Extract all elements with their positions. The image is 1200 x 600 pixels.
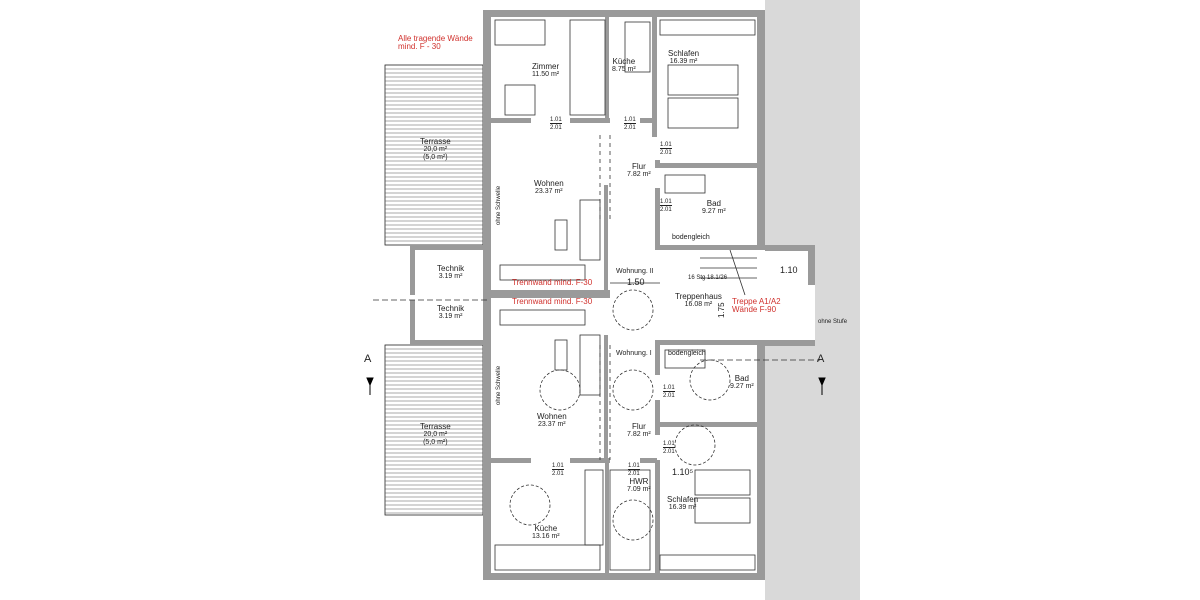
room-name: Wohnen xyxy=(534,179,564,188)
section-arrows xyxy=(366,377,826,395)
room-name: Küche xyxy=(612,57,636,66)
partition-note-top: Trennwand mind. F-30 xyxy=(512,278,593,287)
room-name: Flur xyxy=(631,422,646,431)
room-area: 20,0 m² xyxy=(423,431,448,438)
dimension-label: 1.10⁵ xyxy=(672,467,694,477)
dimension-label: 1.75 xyxy=(717,302,726,318)
room-area-extra: (5,0 m²) xyxy=(423,154,448,161)
no-threshold-label: ohne Schwelle xyxy=(496,365,502,405)
room-area: 7.82 m² xyxy=(627,171,651,178)
room-name: Schlafen xyxy=(668,49,700,58)
room-name: Technik xyxy=(437,304,465,313)
walls xyxy=(410,10,815,580)
room-area: 7.09 m² xyxy=(627,486,651,493)
room-area-extra: (5,0 m²) xyxy=(423,439,448,446)
room-name: Terrasse xyxy=(420,422,451,431)
room-area: 16.39 m² xyxy=(668,504,697,511)
no-step-label: ohne Stufe xyxy=(818,319,848,325)
dimension-label: 1.10 xyxy=(780,265,798,275)
room-area: 7.82 m² xyxy=(627,431,651,438)
room-area: 16.08 m² xyxy=(684,301,713,308)
room-area: 23.37 m² xyxy=(535,188,563,195)
terrace-decking xyxy=(385,68,483,514)
room-area: 13.16 m² xyxy=(532,533,560,540)
room-area: 9.27 m² xyxy=(730,383,754,390)
room-area: 11.50 m² xyxy=(532,71,560,78)
section-marker-left: A xyxy=(364,353,372,365)
room-name: Terrasse xyxy=(420,137,451,146)
room-area: 23.37 m² xyxy=(538,421,566,428)
partition-note-bottom: Trennwand mind. F-30 xyxy=(512,297,593,306)
room-name: Treppenhaus xyxy=(675,292,722,301)
room-area: 3.19 m² xyxy=(438,313,463,320)
dimension-label: 1.50 xyxy=(627,277,645,287)
room-area: 20,0 m² xyxy=(423,146,448,153)
room-area: 3.19 m² xyxy=(438,273,463,280)
floor-level-label: bodengleich xyxy=(668,350,706,357)
floor-level-label: bodengleich xyxy=(672,234,710,241)
room-name: Küche xyxy=(534,524,558,533)
room-area: 9.27 m² xyxy=(702,208,726,215)
room-area: 16.39 m² xyxy=(669,58,698,65)
terraces xyxy=(384,64,484,516)
unit-1-label: Wohnung. I xyxy=(616,350,652,357)
unit-2-label: Wohnung. II xyxy=(616,268,654,275)
section-marker-right: A xyxy=(817,353,825,365)
room-name: Bad xyxy=(706,199,721,208)
room-name: HWR xyxy=(629,477,649,486)
room-name: Zimmer xyxy=(532,62,560,71)
room-name: Technik xyxy=(437,264,465,273)
room-area: 8.75 m² xyxy=(612,66,636,73)
furniture xyxy=(373,19,820,571)
stairs-label: 16 Stg 18.1/26 xyxy=(688,275,728,281)
room-name: Wohnen xyxy=(537,412,567,421)
room-name: Bad xyxy=(734,374,749,383)
no-threshold-label: ohne Schwelle xyxy=(496,185,502,225)
room-name: Schlafen xyxy=(667,495,699,504)
room-name: Flur xyxy=(631,162,646,171)
